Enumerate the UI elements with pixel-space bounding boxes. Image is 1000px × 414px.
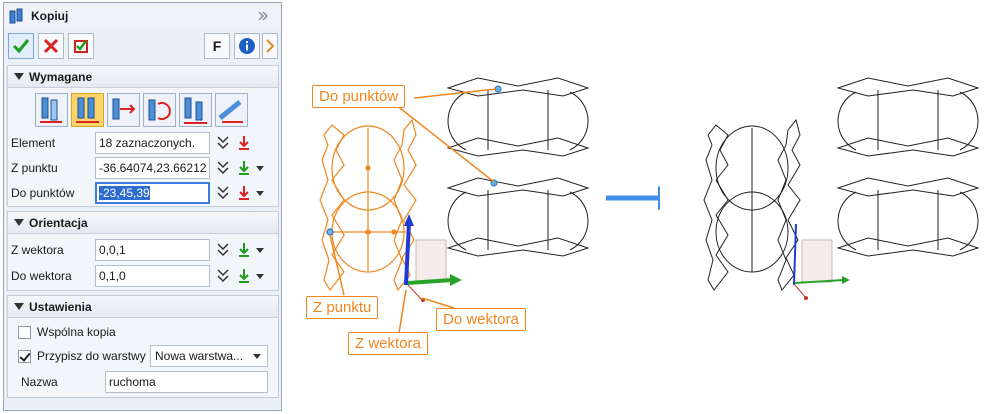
field-row-element: Element 18 zaznaczonych. [8,132,268,154]
pick-icon[interactable] [236,159,252,177]
chevron-down-double-icon[interactable] [216,160,230,176]
apply-icon [74,40,88,53]
element-input[interactable]: 18 zaznaczonych. [95,132,210,154]
dialog-toolbar: F [4,33,281,61]
dropdown-caret-icon[interactable] [256,166,264,171]
collapse-triangle-icon [14,303,24,310]
mode-direction-icon[interactable] [107,93,140,127]
callout-from-vector: Z wektora [348,332,428,355]
section-orientation: Orientacja Z wektora 0,0,1 Do wektora 0,… [7,211,279,291]
callout-from-point: Z punktu [306,296,379,319]
assign-layer-label: Przypisz do warstwy [37,349,146,363]
ok-icon [12,39,30,54]
section-orientation-label: Orientacja [29,216,88,230]
cancel-icon [43,38,59,54]
ok-button[interactable] [8,33,34,59]
to-points-label: Do punktów [11,186,75,200]
chevron-down-double-icon[interactable] [216,185,230,201]
assign-layer-checkbox[interactable] [18,350,31,363]
chevron-down-double-icon[interactable] [216,242,230,258]
section-required-header[interactable]: Wymagane [8,66,278,88]
dropdown-caret-icon [253,354,261,359]
dropdown-caret-icon[interactable] [256,248,264,253]
axis-triad-left [404,214,462,302]
field-row-from-point: Z punktu -36.64074,23.66212 [8,157,268,179]
pick-icon[interactable] [236,184,252,202]
field-row-to-vector: Do wektora 0,1,0 [8,265,268,287]
help-f-button[interactable]: F [204,33,230,59]
mode-path-icon[interactable] [215,93,248,127]
to-points-value: -23,45,39 [99,186,150,200]
shared-copy-label: Wspólna kopia [37,325,116,339]
section-settings-label: Ustawienia [29,300,92,314]
dialog-title: Kopiuj [31,9,69,23]
field-row-from-vector: Z wektora 0,0,1 [8,239,268,261]
section-required: Wymagane Element 18 zaznaczonych. Z punk… [7,65,279,207]
pin-icon[interactable] [257,10,269,22]
axis-triad-right [793,223,850,300]
name-label: Nazwa [21,375,58,389]
info-button[interactable] [234,33,260,59]
name-input[interactable]: ruchoma [105,371,268,393]
layer-select[interactable]: Nowa warstwa... [150,345,268,367]
chevron-down-double-icon[interactable] [216,268,230,284]
collapse-triangle-icon [14,219,24,226]
dropdown-caret-icon[interactable] [256,191,264,196]
history-icon [266,39,275,53]
to-points-input[interactable]: -23,45,39 [95,182,210,204]
from-point-label: Z punktu [11,161,58,175]
from-vector-input[interactable]: 0,0,1 [95,239,210,261]
callout-to-points: Do punktów [312,85,406,108]
app-copy-icon [9,8,23,24]
layer-select-value: Nowa warstwa... [155,349,244,363]
viewport[interactable]: Do punktów Z punktu Z wektora Do wektora [284,0,1000,414]
history-button[interactable] [262,33,278,59]
pick-icon[interactable] [236,241,252,259]
mode-rotate-icon[interactable] [143,93,176,127]
dropdown-caret-icon[interactable] [256,274,264,279]
source-object[interactable] [319,118,417,292]
apply-button[interactable] [68,33,94,59]
element-label: Element [11,136,56,150]
shared-copy-checkbox[interactable] [18,326,31,339]
viewport-drawing [284,60,995,334]
chevron-down-double-icon[interactable] [216,135,230,151]
pick-icon[interactable] [236,267,252,285]
cancel-button[interactable] [38,33,64,59]
from-point-input[interactable]: -36.64074,23.66212 [95,157,210,179]
field-row-to-points: Do punktów -23,45,39 [8,182,268,204]
pick-icon[interactable] [236,134,252,152]
callout-leaders [329,88,497,334]
section-settings-header[interactable]: Ustawienia [8,296,278,318]
to-vector-label: Do wektora [11,269,72,283]
mode-move-icon[interactable] [35,93,68,127]
collapse-triangle-icon [14,73,24,80]
section-required-label: Wymagane [29,70,93,84]
to-vector-input[interactable]: 0,1,0 [95,265,210,287]
from-vector-label: Z wektora [11,243,64,257]
dialog-titlebar: Kopiuj [4,3,281,29]
section-settings: Ustawienia Wspólna kopia Przypisz do war… [7,295,279,398]
mode-align-icon[interactable] [179,93,212,127]
callout-to-vector: Do wektora [436,308,526,331]
mode-point-to-point-icon[interactable] [71,93,104,127]
section-orientation-header[interactable]: Orientacja [8,212,278,234]
copy-dialog: Kopiuj F Wymagane [3,2,282,411]
info-icon [239,38,255,54]
